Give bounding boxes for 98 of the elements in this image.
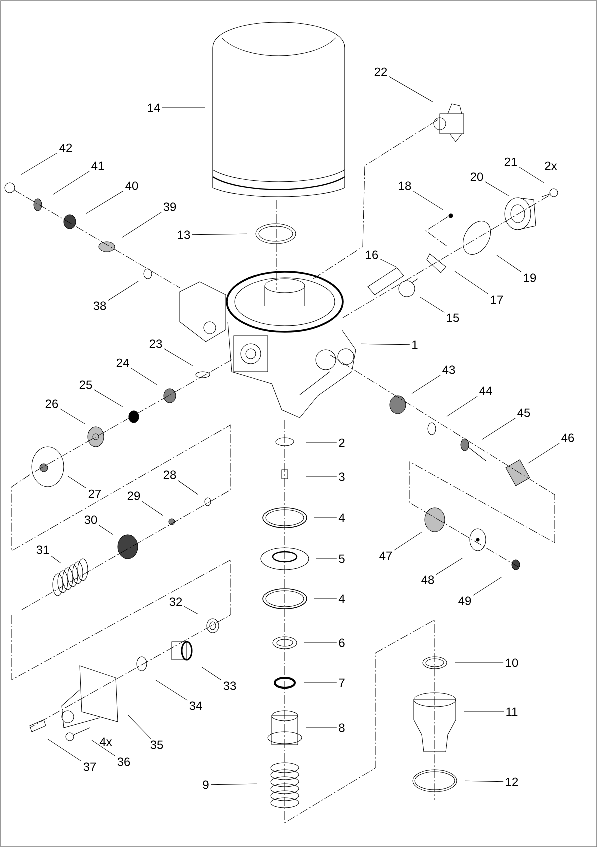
callout-number: 42 <box>60 144 72 152</box>
leader-line <box>92 740 116 757</box>
callout-number: 28 <box>164 470 176 480</box>
callout-number: 33 <box>224 682 236 690</box>
leader-line <box>131 368 158 386</box>
callout-number: 34 <box>190 702 202 710</box>
quantity-label: 4x <box>100 738 112 746</box>
callout-number: 21 <box>504 158 518 166</box>
callout-number: 40 <box>126 182 138 190</box>
leader-line <box>68 476 87 489</box>
callout-number: 20 <box>470 172 484 182</box>
leader-line <box>304 642 338 644</box>
leader-line <box>306 476 338 478</box>
callout-number: 5 <box>339 554 345 564</box>
callout-number: 29 <box>128 492 140 500</box>
leader-line <box>20 152 58 176</box>
callout-number: 25 <box>80 380 92 390</box>
callout-number: 17 <box>491 296 504 304</box>
callout-number: 46 <box>562 434 574 442</box>
leader-line <box>304 682 338 684</box>
leader-line <box>306 442 338 444</box>
callout-number: 39 <box>164 202 176 212</box>
callout-number: 18 <box>399 182 412 190</box>
callout-number: 31 <box>36 546 50 554</box>
callout-number: 45 <box>518 408 530 418</box>
callout-number: 27 <box>88 490 102 498</box>
callout-number: 49 <box>458 596 472 606</box>
leader-line <box>464 780 504 782</box>
callout-number: 1 <box>412 340 418 350</box>
leader-line <box>446 396 478 417</box>
callout-number: 15 <box>447 314 460 322</box>
leader-line <box>380 258 397 268</box>
leader-line <box>420 296 445 313</box>
leader-line <box>316 558 338 560</box>
leader-line <box>389 76 434 102</box>
leader-line <box>473 576 502 596</box>
leader-line <box>128 715 152 740</box>
leader-line <box>52 171 90 196</box>
quantity-label: 2x <box>545 162 558 170</box>
leader-line <box>519 167 544 184</box>
leader-line <box>485 182 510 196</box>
callout-number: 22 <box>374 68 388 76</box>
leader-line <box>454 662 504 664</box>
leader-line <box>436 558 464 575</box>
leader-line <box>394 532 422 551</box>
leader-line <box>48 739 82 762</box>
leader-line <box>50 556 62 564</box>
leader-line <box>412 375 441 394</box>
callout-number: 4 <box>338 594 345 604</box>
callout-number: 32 <box>170 598 182 606</box>
leader-line <box>122 212 162 238</box>
callout-number: 26 <box>46 400 58 408</box>
callout-number: 13 <box>178 230 190 240</box>
leader-line <box>99 525 114 535</box>
callout-number: 37 <box>84 762 96 772</box>
leader-line <box>142 501 164 516</box>
callout-number: 6 <box>339 638 345 648</box>
leader-line <box>454 271 489 295</box>
leader-line <box>108 280 140 301</box>
leader-line <box>192 234 248 236</box>
leader-line <box>482 418 516 440</box>
leader-line <box>184 606 198 614</box>
callout-number: 11 <box>506 708 518 716</box>
callout-number: 9 <box>203 780 209 790</box>
callout-number: 35 <box>150 740 164 750</box>
leader-line <box>86 190 124 214</box>
callout-number: 41 <box>92 162 104 170</box>
callout-number: 16 <box>366 250 378 260</box>
callout-number: 24 <box>116 358 130 368</box>
leader-line <box>314 598 338 600</box>
leader-line <box>156 680 188 701</box>
callout-number: 10 <box>506 658 518 668</box>
leader-line <box>413 191 444 210</box>
leader-line <box>528 443 560 464</box>
callout-number: 43 <box>442 366 456 374</box>
callout-number: 4 <box>338 514 345 522</box>
callout-number: 36 <box>118 758 130 766</box>
callout-number: 12 <box>506 778 518 786</box>
leader-line <box>496 255 522 272</box>
callout-number: 8 <box>339 724 345 732</box>
callout-number: 38 <box>94 302 106 310</box>
leader-line <box>94 390 124 408</box>
leader-line <box>164 348 194 366</box>
callout-number: 48 <box>422 576 434 584</box>
callout-number: 44 <box>480 386 492 396</box>
callout-number: 14 <box>148 104 160 112</box>
leader-line <box>360 344 410 346</box>
leader-line <box>210 784 258 786</box>
leader-line <box>178 480 198 495</box>
callout-number: 47 <box>380 552 392 560</box>
callout-number: 7 <box>339 678 345 688</box>
leader-line <box>60 408 86 424</box>
leader-line <box>202 667 222 681</box>
callout-number: 3 <box>339 472 345 482</box>
callout-number: 2 <box>339 438 345 448</box>
callout-number: 30 <box>84 516 98 524</box>
callout-number: 19 <box>524 274 536 282</box>
callout-number: 23 <box>150 340 162 348</box>
